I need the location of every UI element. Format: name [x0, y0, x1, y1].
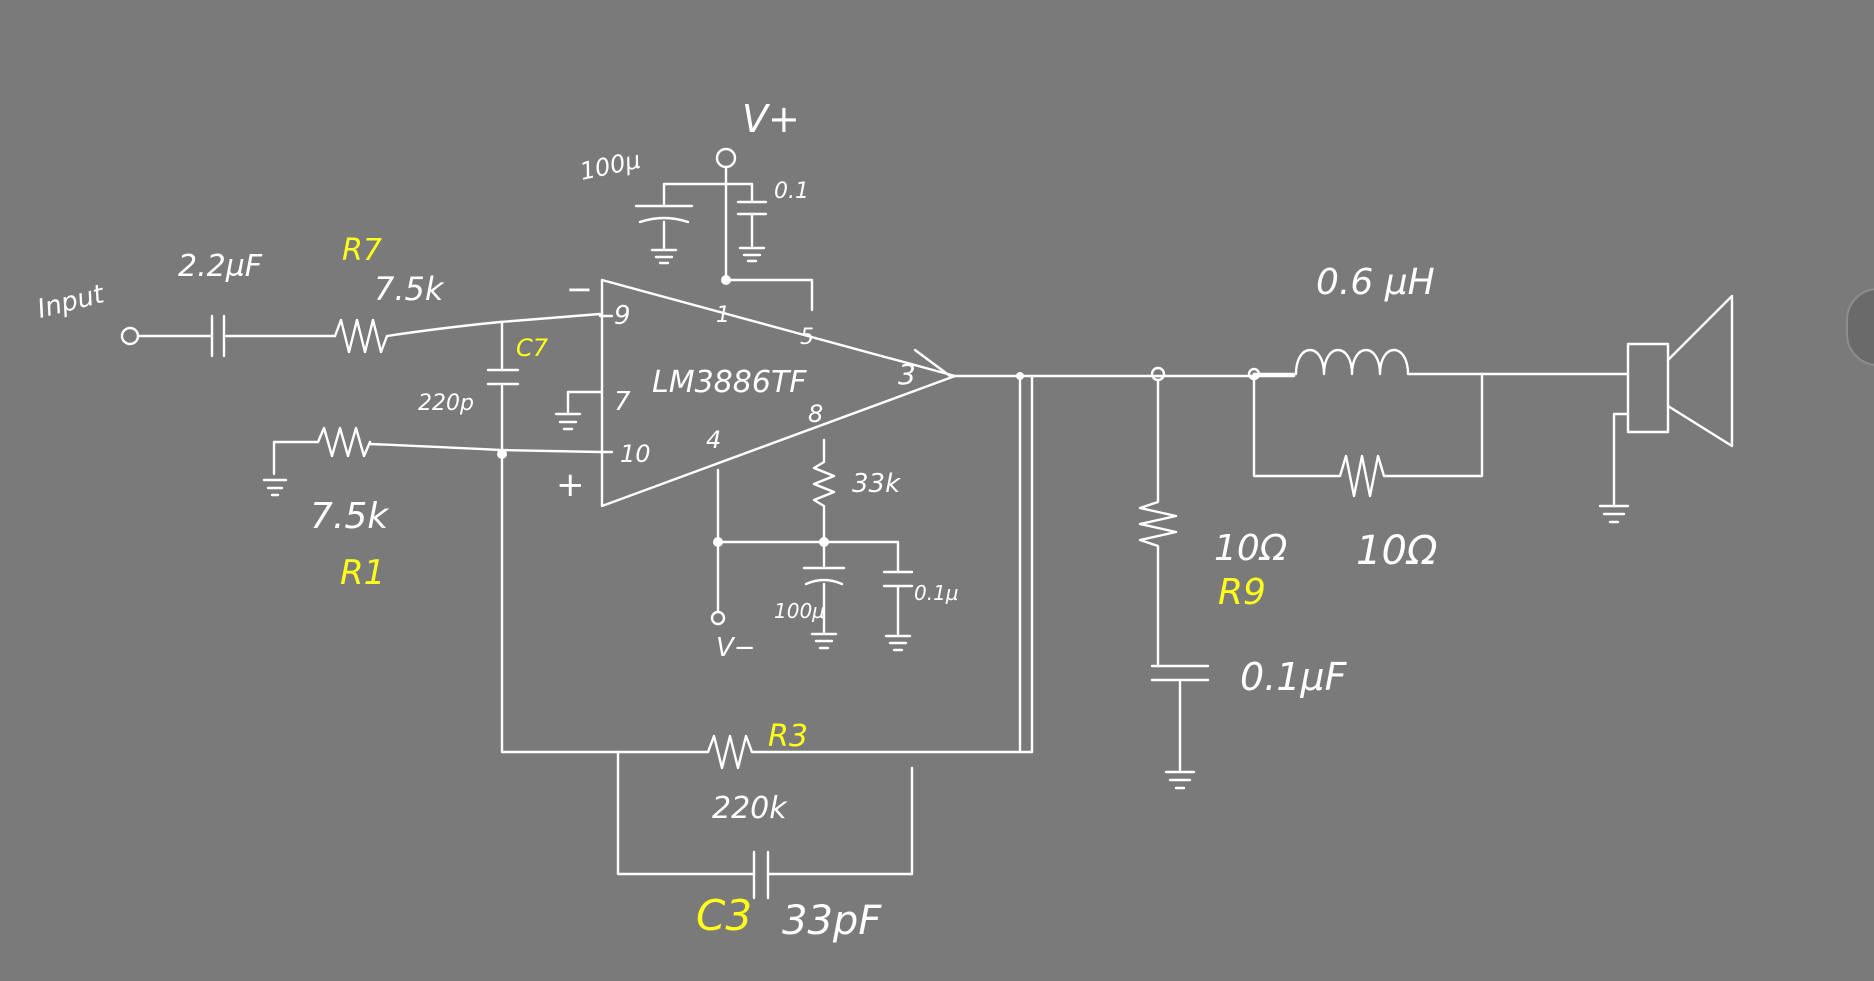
r33k-resistor — [812, 438, 836, 544]
feedback-left-wire — [500, 452, 620, 754]
pin7-ground — [554, 390, 604, 431]
r7-value-label: 7.5k — [374, 270, 445, 308]
pin3-lead — [913, 348, 952, 378]
vplus-100u-label: 100µ — [577, 146, 643, 186]
zobel-cap-label: 0.1µF — [1240, 655, 1348, 699]
input-cap-label: 2.2µF — [178, 249, 263, 284]
ic-part-label: LM3886TF — [652, 365, 807, 400]
c7-capacitor — [486, 320, 520, 456]
vplus-01-label: 0.1 — [774, 179, 809, 204]
speaker-icon — [1626, 342, 1670, 434]
pin10-label: 10 — [620, 440, 651, 468]
input-label: Input — [34, 279, 107, 325]
r9-value-label: 10Ω — [1214, 528, 1288, 569]
r7-resistor — [333, 318, 389, 354]
c7-value-label: 220p — [418, 391, 474, 416]
r1-resistor — [316, 426, 372, 458]
positive-supply — [634, 147, 814, 312]
c7-name-label: C7 — [516, 334, 549, 362]
inductor-label: 0.6 µH — [1316, 262, 1435, 303]
speaker-cone — [1666, 294, 1734, 448]
zobel-network — [1138, 378, 1210, 790]
vplus-01-cap — [724, 182, 768, 263]
r1-to-pin10-wire — [368, 442, 602, 454]
pin7-label: 7 — [614, 387, 631, 417]
speaker-ground — [1598, 412, 1630, 524]
pin3-label: 3 — [898, 358, 916, 391]
r1-ground-symbol — [262, 478, 288, 497]
vminus-01u-cap — [882, 570, 914, 652]
feedback-network — [616, 374, 1034, 900]
input-terminal — [120, 326, 140, 346]
output-inductor — [1252, 348, 1484, 376]
c3-value-label: 33pF — [782, 898, 882, 944]
r1-name-label: R1 — [340, 553, 385, 593]
vminus-100u-label: 100µ — [774, 599, 825, 623]
negative-supply — [710, 438, 914, 652]
vplus-terminal — [715, 147, 737, 169]
r33k-label: 33k — [852, 469, 901, 499]
r3-name-label: R3 — [768, 719, 808, 754]
vminus-rail — [716, 540, 900, 574]
pin1-label: 1 — [716, 303, 730, 328]
parallel-resistor-label: 10Ω — [1356, 528, 1438, 574]
r7-to-pin9-wire — [385, 312, 602, 338]
amplifier-ic — [554, 278, 957, 508]
pin5-label: 5 — [800, 325, 814, 350]
vminus-01u-label: 0.1µ — [914, 581, 959, 605]
zobel-node — [1150, 366, 1166, 382]
vminus-terminal — [710, 610, 726, 626]
input-stage — [120, 312, 620, 754]
inverting-sign: − — [566, 270, 593, 308]
c3-name-label: C3 — [696, 891, 752, 940]
pin5-wire — [724, 278, 814, 312]
labels: Input 2.2µF R7 7.5k C7 220p 7.5k R1 V+ 1… — [34, 97, 1437, 944]
pin8-label: 8 — [808, 400, 823, 428]
r9-name-label: R9 — [1218, 572, 1266, 613]
r3-resistor — [616, 374, 1034, 770]
vminus-label: V− — [716, 633, 756, 663]
vplus-label: V+ — [742, 97, 800, 141]
vplus-100u-cap — [634, 182, 728, 265]
vminus-100u-cap — [802, 540, 846, 650]
output-stage — [953, 294, 1734, 790]
c3-capacitor — [616, 750, 914, 900]
parallel-resistor — [1252, 372, 1484, 498]
r3-value-label: 220k — [712, 791, 788, 826]
pin4-label: 4 — [706, 426, 721, 454]
pin9-label: 9 — [614, 301, 631, 331]
noninverting-sign: + — [556, 465, 585, 505]
input-capacitor — [210, 314, 226, 358]
r1-ground-wire — [272, 440, 320, 476]
r1-value-label: 7.5k — [310, 496, 390, 537]
r7-name-label: R7 — [342, 233, 382, 268]
